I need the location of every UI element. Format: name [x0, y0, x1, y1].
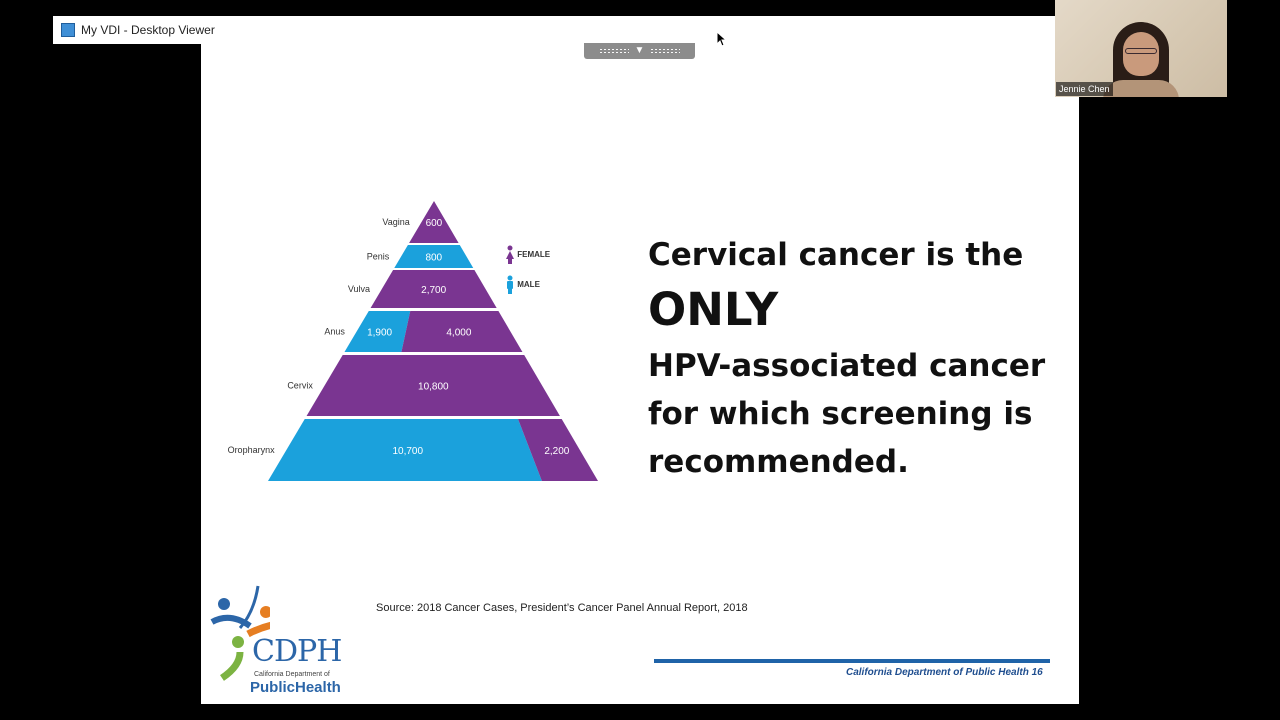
pyramid-segment-vagina-female — [409, 201, 459, 243]
down-arrow-icon[interactable]: ▼ — [634, 45, 645, 56]
pyramid-value-anus-0: 1,900 — [367, 328, 392, 339]
cdph-figures-icon — [210, 585, 270, 681]
pyramid-value-cervix-0: 10,800 — [418, 382, 449, 393]
cdph-logo: CDPH California Department of PublicHeal… — [210, 582, 352, 702]
legend-female: FEMALE — [505, 245, 550, 265]
participant-video-tile[interactable]: Jennie Chen — [1055, 0, 1227, 97]
window-titlebar[interactable]: My VDI - Desktop Viewer — [53, 16, 1056, 44]
pyramid-value-anus-1: 4,000 — [446, 328, 471, 339]
vdi-toolbar-handle[interactable]: ▼ — [584, 43, 695, 59]
logo-subtitle: California Department of — [254, 671, 330, 678]
window-title: My VDI - Desktop Viewer — [81, 23, 215, 37]
logo-wordmark: CDPH — [252, 634, 342, 669]
pyramid-segment-cervix-female — [306, 355, 560, 416]
pyramid-category-oropharynx: Oropharynx — [228, 445, 276, 455]
mouse-cursor-icon — [716, 31, 728, 47]
pyramid-category-cervix: Cervix — [287, 381, 313, 391]
legend-male: MALE — [505, 275, 540, 295]
male-icon — [507, 275, 513, 294]
slide-headline: Cervical cancer is the ONLY HPV-associat… — [648, 232, 1068, 486]
pyramid-segment-anus-male — [344, 311, 411, 352]
pyramid-value-oropharynx-0: 10,700 — [392, 446, 423, 457]
pyramid-value-vulva-0: 2,700 — [421, 285, 446, 296]
footer-divider — [654, 659, 1050, 663]
pyramid-segment-penis-male — [394, 245, 474, 268]
grip-icon — [650, 48, 681, 54]
right-black-margin — [1079, 97, 1227, 704]
pyramid-category-vulva: Vulva — [348, 284, 370, 294]
headline-line-3: HPV-associated cancer — [648, 348, 1046, 384]
legend-male-label: MALE — [517, 280, 540, 290]
pyramid-value-oropharynx-1: 2,200 — [544, 446, 569, 457]
glasses-icon — [1125, 48, 1157, 54]
source-citation: Source: 2018 Cancer Cases, President’s C… — [376, 602, 748, 614]
pyramid-category-vagina: Vagina — [382, 217, 409, 227]
grip-icon — [598, 48, 629, 54]
headline-line-2: ONLY — [648, 283, 779, 336]
pyramid-segment-oropharynx-male — [268, 419, 542, 481]
participant-body — [1103, 80, 1179, 97]
headline-line-5: recommended. — [648, 444, 909, 480]
pyramid-segment-oropharynx-female — [518, 419, 598, 481]
headline-line-1: Cervical cancer is the — [648, 237, 1024, 273]
vdi-app-icon — [61, 23, 75, 37]
pyramid-category-penis: Penis — [367, 252, 390, 262]
logo-public-health: PublicHealth — [250, 679, 341, 696]
pyramid-value-vagina-0: 600 — [426, 218, 443, 229]
headline-line-4: for which screening is — [648, 396, 1033, 432]
participant-face — [1123, 32, 1159, 76]
legend-female-label: FEMALE — [517, 250, 551, 260]
footer-label: California Department of Public Health 1… — [846, 667, 1043, 678]
participant-name: Jennie Chen — [1056, 82, 1113, 96]
pyramid-segment-vulva-female — [370, 270, 497, 308]
left-black-margin — [53, 44, 201, 704]
pyramid-value-penis-0: 800 — [425, 253, 442, 264]
pyramid-category-anus: Anus — [324, 327, 345, 337]
female-icon — [506, 245, 514, 264]
pyramid-segment-anus-female — [401, 311, 523, 352]
